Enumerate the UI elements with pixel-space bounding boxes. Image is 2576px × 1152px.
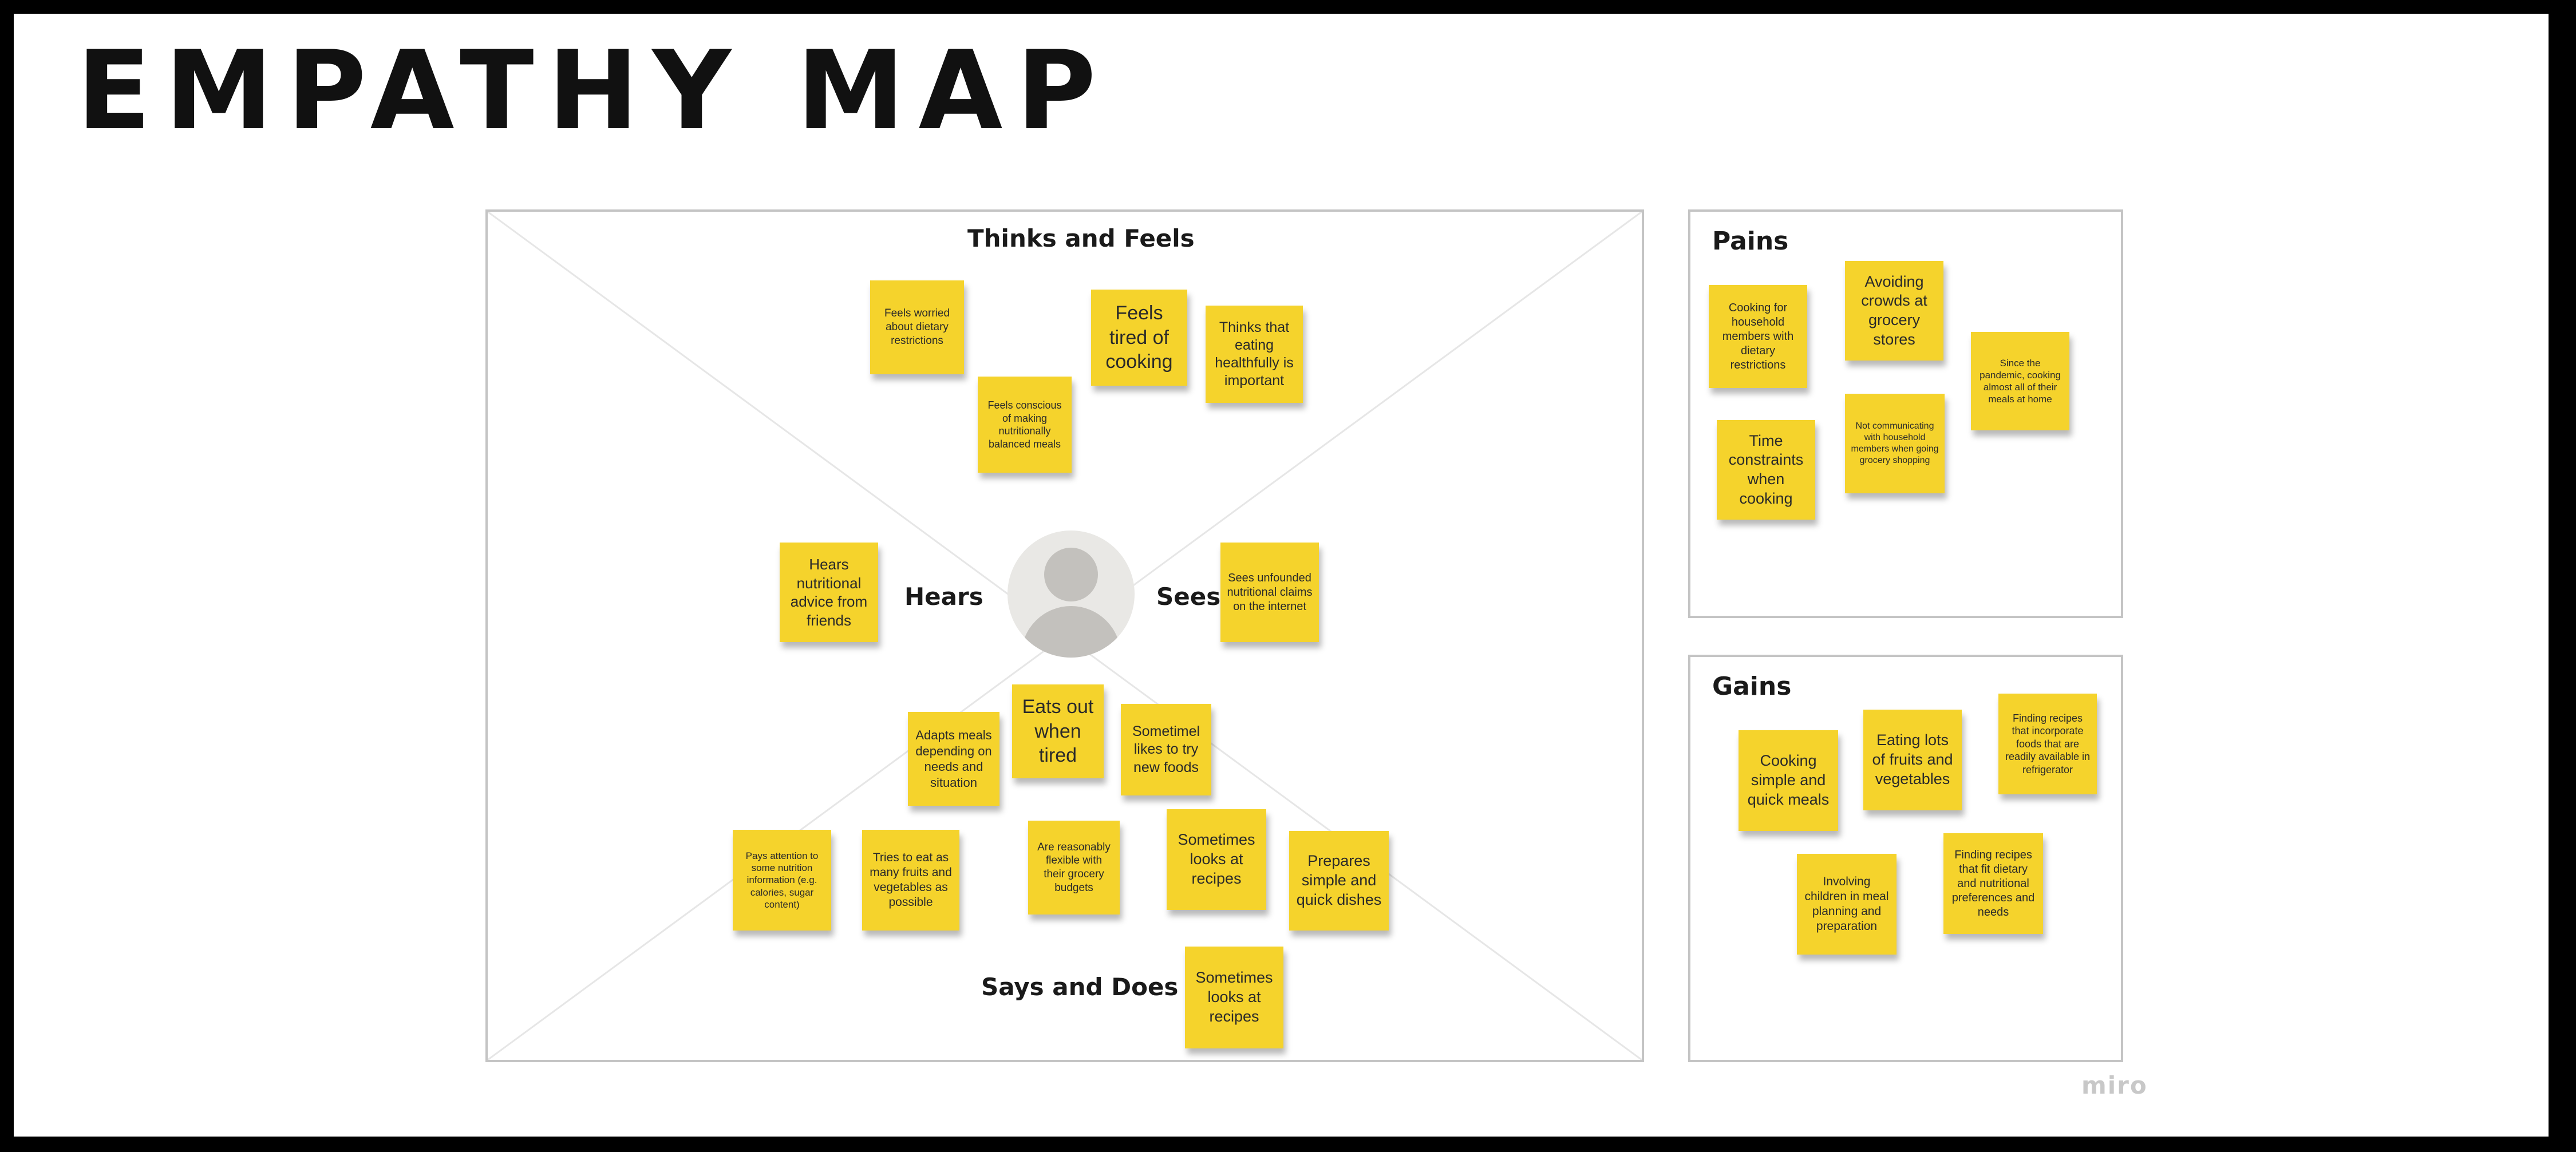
sticky-note[interactable]: Involving children in meal planning and … (1797, 854, 1897, 955)
sticky-note[interactable]: Eating lots of fruits and vegetables (1863, 710, 1962, 810)
thinks-feels-label: Thinks and Feels (967, 224, 1195, 252)
sticky-note[interactable]: Are reasonably flexible with their groce… (1028, 821, 1120, 915)
hears-label: Hears (904, 583, 983, 611)
sticky-note[interactable]: Feels worried about dietary restrictions (870, 280, 964, 374)
sticky-note[interactable]: Sometimel likes to try new foods (1121, 704, 1211, 795)
sticky-note[interactable]: Thinks that eating healthfully is import… (1206, 306, 1303, 403)
pains-panel[interactable]: Pains Cooking for household members with… (1688, 209, 2123, 618)
sticky-note[interactable]: Time constraints when cooking (1717, 420, 1815, 520)
sticky-note[interactable]: Hears nutritional advice from friends (780, 543, 878, 642)
gains-label: Gains (1712, 672, 1792, 701)
sticky-note[interactable]: Sees unfounded nutritional claims on the… (1220, 543, 1319, 642)
sticky-note[interactable]: Not communicating with household members… (1845, 394, 1945, 493)
sticky-note[interactable]: Cooking simple and quick meals (1739, 730, 1838, 831)
sticky-note[interactable]: Sometimes looks at recipes (1167, 809, 1266, 910)
sticky-note[interactable]: Prepares simple and quick dishes (1289, 831, 1389, 931)
sticky-note[interactable]: Adapts meals depending on needs and situ… (908, 712, 999, 806)
sticky-note[interactable]: Cooking for household members with dieta… (1709, 285, 1807, 388)
person-avatar-icon (1008, 531, 1135, 658)
sticky-note[interactable]: Since the pandemic, cooking almost all o… (1971, 332, 2069, 430)
sticky-note[interactable]: Finding recipes that fit dietary and nut… (1943, 833, 2043, 934)
sticky-note[interactable]: Eats out when tired (1012, 684, 1104, 778)
sticky-note[interactable]: Feels conscious of making nutritionally … (978, 377, 1072, 473)
sticky-note[interactable]: Avoiding crowds at grocery stores (1845, 261, 1943, 361)
empathy-map-panel[interactable]: Thinks and Feels Hears Sees Says and Doe… (485, 209, 1644, 1062)
says-does-label: Says and Does (981, 973, 1179, 1001)
pains-label: Pains (1712, 227, 1789, 256)
canvas-frame: EMPATHY MAP Thinks and Feels Hears Sees … (14, 14, 2549, 1137)
sticky-note[interactable]: Pays attention to some nutrition informa… (733, 830, 831, 931)
sticky-note[interactable]: Finding recipes that incorporate foods t… (1998, 694, 2097, 794)
miro-watermark: miro (2081, 1071, 2148, 1099)
sticky-note[interactable]: Feels tired of cooking (1091, 290, 1187, 386)
gains-panel[interactable]: Gains Cooking simple and quick meals Eat… (1688, 655, 2123, 1062)
page-title: EMPATHY MAP (77, 27, 1110, 154)
sees-label: Sees (1156, 583, 1221, 611)
sticky-note[interactable]: Sometimes looks at recipes (1185, 947, 1283, 1048)
sticky-note[interactable]: Tries to eat as many fruits and vegetabl… (862, 830, 959, 931)
